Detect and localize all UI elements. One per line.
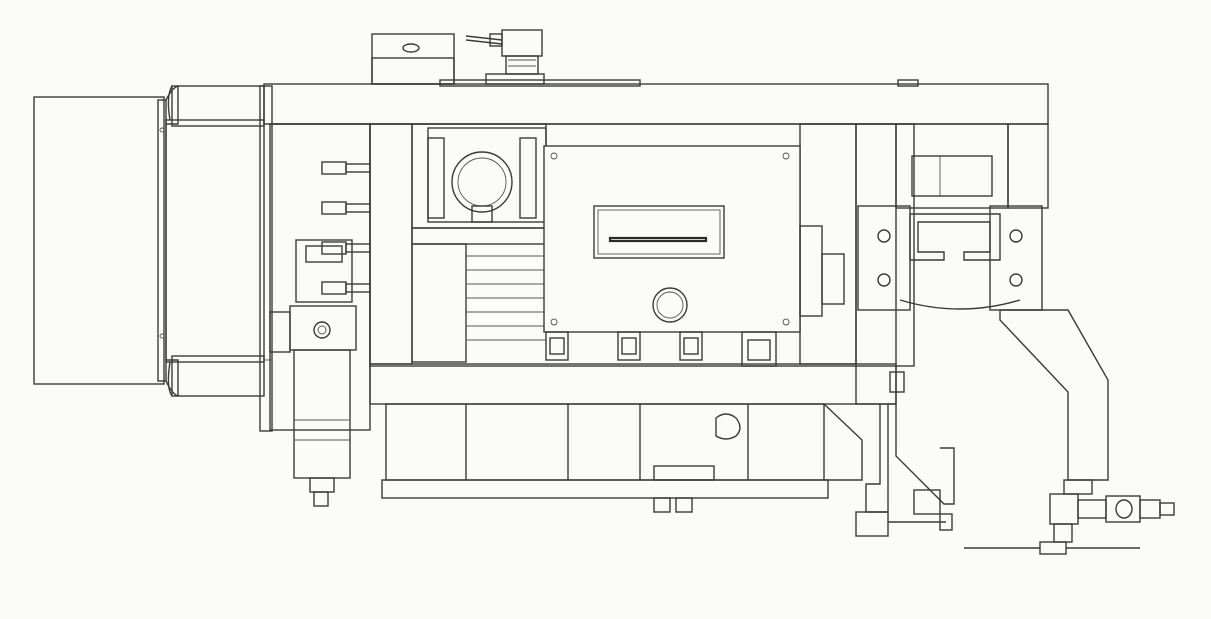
cable-glands — [545, 331, 777, 367]
junction-box — [543, 145, 845, 333]
base-plate — [381, 403, 863, 513]
top-cable-connector — [465, 29, 545, 85]
valve-assembly — [855, 404, 1175, 555]
cooling-fins — [466, 255, 546, 341]
pressure-regulator — [269, 161, 371, 507]
top-bracket — [371, 33, 455, 85]
motor-housing — [33, 85, 273, 432]
mounting-bracket — [857, 155, 1109, 481]
bearing-block — [427, 127, 547, 223]
